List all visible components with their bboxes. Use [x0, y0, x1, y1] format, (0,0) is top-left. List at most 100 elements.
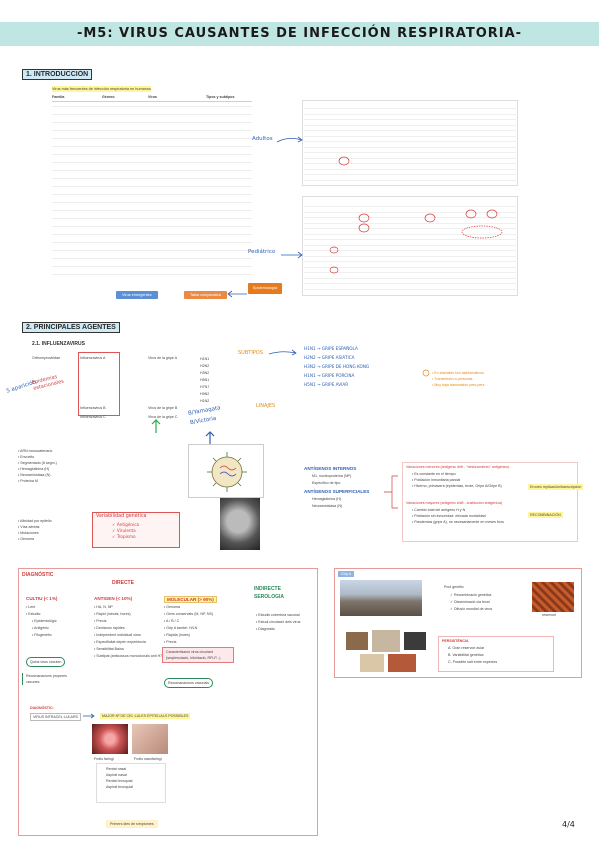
col2-title: ANTIGEN (< 10%) [94, 596, 133, 601]
col3-box2: Recomanacions vacunals [164, 678, 213, 688]
antigenos-superficiales-title: ANTÍGENOS SUPERFICIALES [304, 489, 370, 494]
table-header-genero: Género [102, 95, 115, 99]
arrow-subtipos-icon [268, 349, 297, 356]
subtype-item: H1N2 [200, 399, 210, 403]
pandemic-item: H1N1 → GRIPE PORCINA [304, 373, 355, 378]
variations-box [402, 462, 578, 542]
minor-variation-title: Variaciones menores (antigenic drift - "… [406, 465, 510, 469]
arrow-pediatrico-icon [281, 251, 303, 259]
col3-list: • Genoma• Gens conservats (M, NP, NS)• A… [164, 604, 213, 646]
antigeno-interno-1: M1, nucleoproteína (NP) [312, 474, 352, 478]
epidemiologia-button[interactable]: Epidemiología [248, 283, 283, 294]
col4-list: • Estudis cobertura vacunal• Estudi circ… [256, 612, 300, 633]
sample-item: Rentat nasal [106, 767, 127, 771]
influenzavirus-box [78, 352, 120, 416]
col1-item: • Filogenètic [32, 633, 52, 637]
caption-frotis-nasofaringi: Frotis nasofaringi [134, 757, 162, 761]
pool-item: ✓ Disseminació via fecal [450, 600, 490, 604]
virus-emergentes-button[interactable]: Virus emergentes [116, 291, 158, 299]
table-row-divider [52, 234, 252, 235]
persist-title: PERSISTÈNCIA [442, 639, 469, 643]
minor-variation-list: • Es constante en el tiempo• Población i… [412, 471, 502, 489]
animal-image-5 [388, 654, 416, 672]
table-row-divider [304, 211, 516, 213]
table-row-divider [304, 244, 516, 246]
diagnostic-title: DIAGNÓSTIC [22, 572, 54, 578]
col2-list: • HA, N, NP• Ràpid (minuts, hores)• Prec… [94, 604, 173, 660]
table-row-divider [52, 218, 252, 219]
row-fam-orthomyxoviridae: Orthomyxoviridae [32, 356, 61, 360]
col2-item: • Ràpid (minuts, hores) [94, 612, 131, 616]
animal-image-4 [360, 654, 384, 672]
bottom-note-item: • Afinidad por epitelio [18, 519, 52, 523]
subtype-item: H1N1 [200, 357, 210, 361]
col1-item: • Epidemiològic [32, 619, 57, 623]
minor-tag: Errores replicación/transcripción [528, 484, 584, 490]
reservoir-label: reservori [542, 613, 556, 617]
major-variation-list: • Cambio total del antígeno H y N • Pobla… [412, 507, 504, 525]
animal-image-3 [404, 632, 426, 650]
table-row-divider [52, 250, 252, 251]
nasal-swab-image [132, 724, 168, 754]
row-virus-c: Virus de la gripe C [148, 415, 178, 419]
diagnostic-card [18, 568, 318, 836]
col3-item: • Grip A també: H/LN [164, 626, 198, 630]
row-genus-c: Influenzavirus C [80, 415, 106, 419]
table-row-divider [304, 168, 516, 170]
variabilidad-item: ✓ Virulenta [112, 528, 136, 533]
annotation-adultos: Adultos [252, 136, 273, 142]
col3-item: • Precís [164, 640, 177, 644]
table-row-divider [304, 174, 516, 175]
title-banner [0, 22, 599, 46]
persist-item: B. Variabilitat genètica [448, 653, 484, 657]
arrow-left-icon [227, 290, 247, 298]
table-row-divider [304, 152, 516, 153]
arrow-up-green-icon [151, 419, 161, 433]
table-row-divider [304, 288, 516, 290]
pool-title: Pool genètic [444, 585, 464, 589]
c-note-item: • Muy baja transmisión pers-pers [432, 383, 485, 387]
pandemic-item: H2N2 → GRIPE ASIÁTICA [304, 355, 355, 360]
major-item: • Cambio total del antígeno H y N [412, 508, 466, 512]
table-row-divider [52, 170, 252, 171]
table-row-divider [52, 146, 252, 147]
structure-note-item: • Neuraminidasa (N) [18, 473, 51, 477]
table-header-familia: Familia [52, 95, 65, 99]
animal-image-1 [346, 632, 368, 650]
col3-item: • A / B / C [164, 619, 180, 623]
table-row-divider [304, 239, 516, 240]
table-row-divider [52, 138, 252, 139]
structure-notes: • ARN monocatenario• Envuelto• Segmentad… [18, 448, 57, 484]
pandemic-item: H3N2 → GRIPE DE HONG KONG [304, 364, 370, 369]
col3-item: • Gens conservats (M, NP, NS) [164, 612, 214, 616]
variabilidad-box [92, 512, 180, 548]
table-row-divider [52, 266, 252, 267]
major-item: • Pandemias (gripe A), no necesariamente… [412, 520, 504, 524]
table-row-divider [304, 157, 516, 159]
reservoir-image [532, 582, 574, 612]
sample-item: Aspirat nasal [106, 773, 127, 777]
structure-note-item: • ARN monocatenario [18, 449, 53, 453]
tabla-comparativa-button[interactable]: Tabla comparativa [184, 291, 227, 299]
table-header-virus: Virus [148, 95, 157, 99]
comparison-table-pediatric [302, 196, 518, 296]
table-row-divider [52, 122, 252, 123]
col4-item: • Estudis cobertura vacunal [256, 613, 300, 617]
minor-item: • Es constante en el tiempo [412, 472, 456, 476]
circle-c-icon [422, 369, 430, 377]
col2-item: • Subtipat (anticossos monoclonals anti … [94, 654, 173, 658]
table-header-tipos: Tipos y subtipos [206, 95, 235, 99]
pandemic-item: H5N1 → GRIPE AVIAR [304, 382, 349, 387]
subtype-item: H7N7 [200, 385, 210, 389]
col3-box: Caracterització virus circulant (seqüenc… [162, 647, 234, 663]
major-item: • Población sin inmunidad: elevada morta… [412, 514, 486, 518]
col1-item: • Antigènic [32, 626, 49, 630]
col4-item: • Diagnòstic [256, 627, 276, 631]
table-row-divider [304, 113, 516, 115]
bracket-arrows-icon [384, 475, 398, 509]
persist-item: A. Gran reservori aviar [448, 646, 485, 650]
table-row-divider [52, 274, 252, 275]
col1-item: • Estudis: [26, 612, 42, 616]
table-row-divider [52, 210, 252, 211]
